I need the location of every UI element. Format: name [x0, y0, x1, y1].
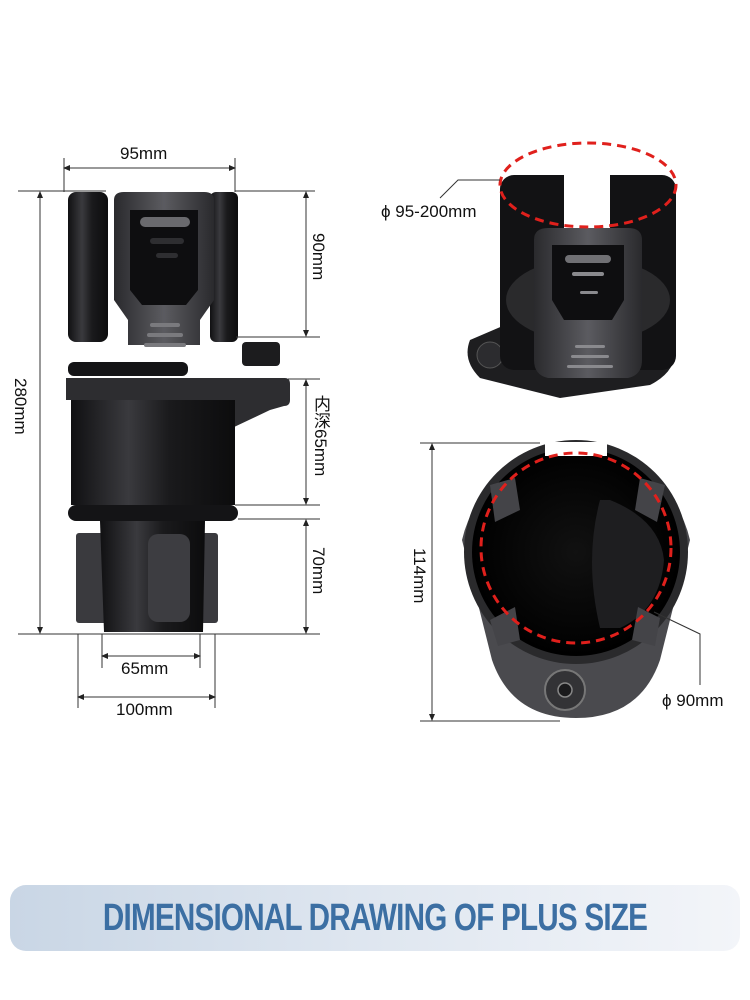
base-height-label: 70mm: [309, 547, 328, 595]
perspective-view-dimension: [439, 179, 500, 199]
top-width-label: 95mm: [120, 144, 168, 163]
top-view-dimensions: [420, 442, 701, 722]
perspective-view-product: [467, 140, 678, 398]
side-view-dimensions: [18, 158, 320, 708]
upper-cup-height-label: 90mm: [309, 233, 328, 281]
title-banner: DIMENSIONAL DRAWING OF PLUS SIZE: [10, 885, 740, 951]
expand-diameter-label: ϕ 95-200mm: [381, 202, 477, 221]
side-view-product: [66, 192, 290, 632]
total-height-label: 280mm: [11, 378, 30, 435]
base-outer-width-label: 100mm: [116, 700, 173, 719]
base-inner-width-label: 65mm: [121, 659, 169, 678]
top-view-product: [462, 440, 690, 718]
cup-diameter-label: ϕ 90mm: [662, 691, 724, 710]
top-view-length-label: 114mm: [410, 548, 429, 604]
banner-title: DIMENSIONAL DRAWING OF PLUS SIZE: [102, 897, 648, 939]
inner-depth-label: 内深65mm: [311, 395, 330, 477]
